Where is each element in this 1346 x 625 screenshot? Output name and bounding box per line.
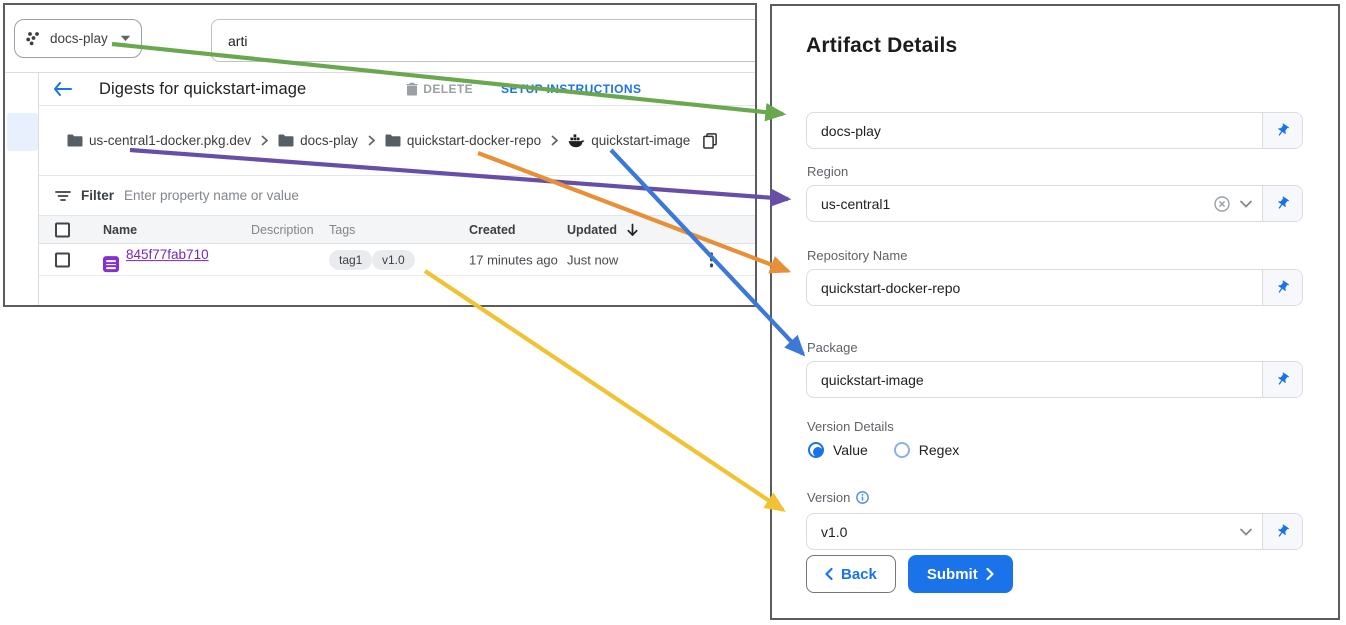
project-input[interactable]: [807, 122, 1262, 139]
pin-button[interactable]: [1262, 270, 1302, 305]
breadcrumb: us-central1-docker.pkg.dev docs-play: [39, 106, 755, 176]
filter-input[interactable]: [124, 188, 505, 203]
breadcrumb-item-registry-host[interactable]: us-central1-docker.pkg.dev: [67, 133, 251, 148]
column-header-description[interactable]: Description: [251, 222, 314, 237]
pin-button[interactable]: [1262, 113, 1302, 148]
column-header-created[interactable]: Created: [469, 222, 516, 237]
folder-icon: [385, 134, 401, 147]
version-input[interactable]: [807, 523, 1240, 540]
project-switcher-label: docs-play: [50, 31, 108, 46]
page-header: Digests for quickstart-image DELETE SETU…: [39, 73, 755, 106]
pin-button[interactable]: [1262, 514, 1302, 549]
pin-button[interactable]: [1262, 186, 1302, 221]
panel-title: Artifact Details: [806, 34, 958, 57]
version-details-label: Version Details: [807, 419, 894, 434]
copy-icon[interactable]: [703, 132, 718, 149]
row-menu-icon[interactable]: [707, 249, 716, 270]
radio-value[interactable]: Value: [808, 442, 868, 458]
chevron-right-icon: [551, 135, 559, 146]
version-label: Version: [807, 490, 851, 505]
region-label: Region: [807, 164, 849, 179]
breadcrumb-item-project[interactable]: docs-play: [278, 133, 358, 148]
folder-icon: [67, 134, 83, 147]
info-icon[interactable]: [856, 491, 870, 504]
package-label: Package: [807, 340, 858, 355]
nav-rail: [5, 73, 39, 305]
delete-button[interactable]: DELETE: [406, 82, 473, 96]
dropdown-chevron-icon[interactable]: [1240, 200, 1252, 208]
back-button[interactable]: Back: [806, 555, 896, 593]
chevron-right-icon: [261, 135, 269, 146]
caret-down-icon: [120, 35, 131, 42]
project-switcher[interactable]: docs-play: [14, 19, 142, 58]
breadcrumb-item-package[interactable]: quickstart-image: [568, 133, 690, 148]
filter-label: Filter: [81, 188, 115, 203]
table-header: Name Description Tags Created Updated: [39, 216, 755, 244]
setup-instructions-button[interactable]: SETUP INSTRUCTIONS: [501, 82, 642, 96]
radio-icon: [893, 442, 910, 458]
clear-icon[interactable]: [1214, 195, 1230, 212]
version-field: [806, 513, 1303, 550]
chevron-right-icon: [986, 568, 994, 580]
submit-button[interactable]: Submit: [907, 555, 1013, 593]
package-input[interactable]: [807, 371, 1262, 388]
column-header-name[interactable]: Name: [103, 222, 138, 237]
folder-icon: [278, 134, 294, 147]
region-input[interactable]: [807, 195, 1214, 212]
filter-icon: [55, 190, 71, 202]
panel-actions: Back Submit: [806, 555, 1013, 593]
nav-rail-active-item[interactable]: [7, 113, 38, 151]
search-input[interactable]: [211, 19, 755, 62]
dropdown-chevron-icon[interactable]: [1240, 528, 1252, 536]
project-field: [806, 112, 1303, 149]
radio-icon: [808, 442, 824, 458]
project-icon: [25, 30, 42, 47]
radio-regex[interactable]: Regex: [893, 442, 959, 458]
chevron-left-icon: [825, 568, 833, 580]
package-field: [806, 361, 1303, 398]
back-arrow-icon[interactable]: [53, 82, 72, 96]
created-cell: 17 minutes ago: [469, 252, 558, 267]
select-all-checkbox[interactable]: [55, 222, 70, 237]
repository-name-label: Repository Name: [807, 248, 908, 263]
repository-name-input[interactable]: [807, 279, 1262, 296]
column-header-updated[interactable]: Updated: [567, 222, 617, 237]
digest-cell: 845f77fab710: [103, 247, 209, 273]
console-topbar: docs-play: [5, 5, 755, 73]
tag-chip[interactable]: v1.0: [372, 249, 415, 270]
console-screenshot: docs-play Digests for quickstart-image: [3, 3, 757, 307]
tag-chip[interactable]: tag1: [329, 249, 373, 270]
pin-button[interactable]: [1262, 362, 1302, 397]
digest-link[interactable]: 845f77fab710: [126, 246, 209, 262]
region-field: [806, 185, 1303, 222]
sort-descending-icon[interactable]: [627, 223, 638, 236]
breadcrumb-item-repository[interactable]: quickstart-docker-repo: [385, 133, 541, 148]
version-label-row: Version: [807, 490, 870, 505]
container-image-icon: [568, 133, 585, 148]
chevron-right-icon: [368, 135, 375, 146]
trash-icon: [406, 82, 418, 96]
version-details-radios: Value Regex: [808, 442, 959, 458]
updated-cell: Just now: [567, 252, 619, 267]
repository-name-field: [806, 269, 1303, 306]
digest-icon: [103, 256, 119, 273]
filter-bar: Filter: [39, 176, 755, 216]
table-row: 845f77fab710 tag1 v1.0 17 minutes ago Ju…: [39, 244, 755, 276]
row-checkbox[interactable]: [55, 252, 70, 267]
page-title: Digests for quickstart-image: [99, 79, 307, 98]
artifact-details-panel: Artifact Details Region Repository Name: [770, 4, 1340, 620]
column-header-tags[interactable]: Tags: [329, 222, 356, 237]
